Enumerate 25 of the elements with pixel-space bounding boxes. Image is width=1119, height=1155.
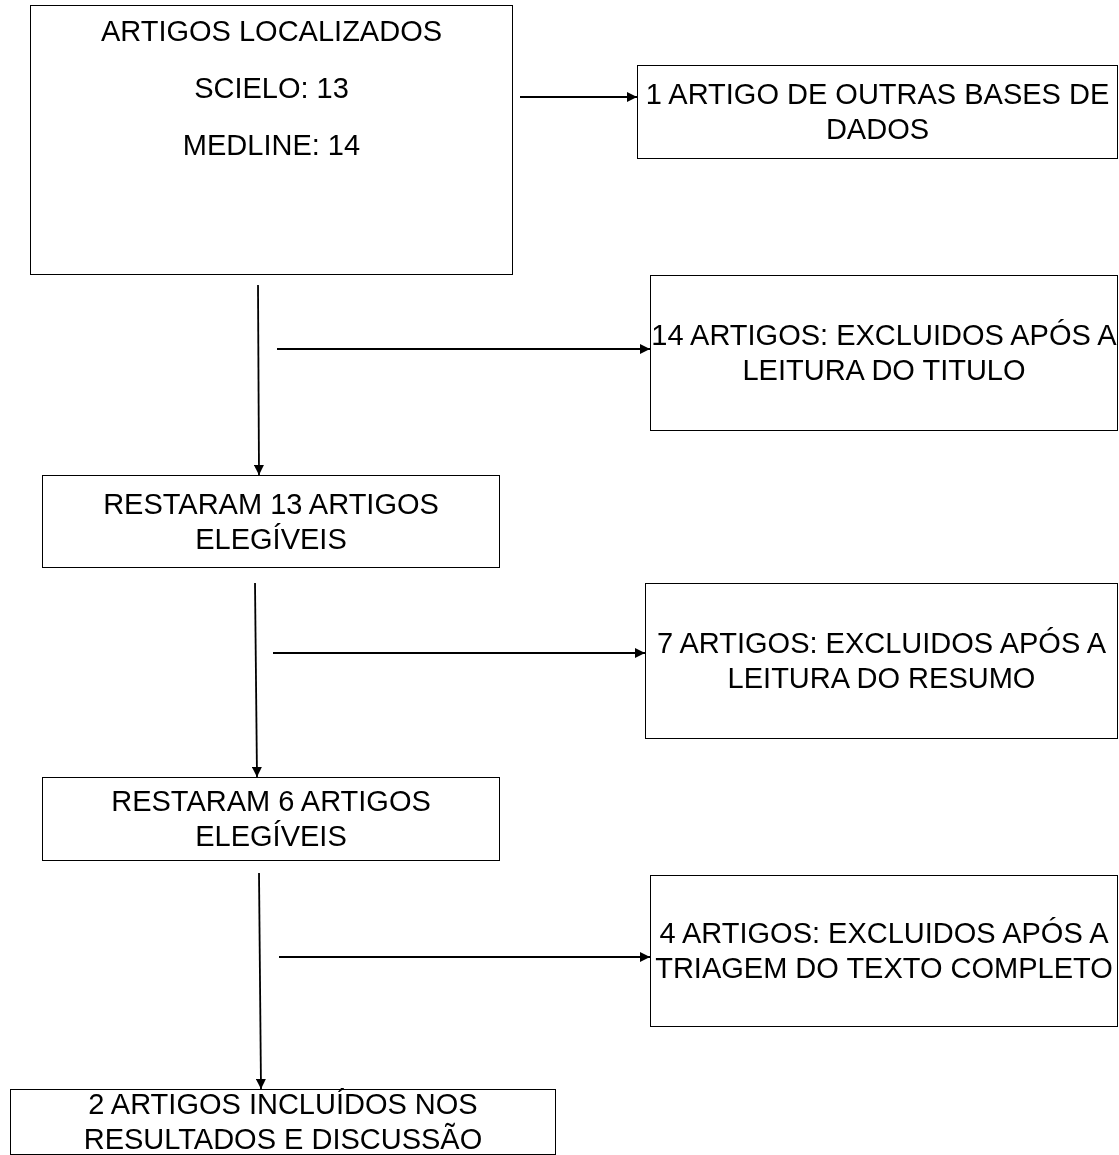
process-box [650, 275, 1118, 431]
process-box [645, 583, 1118, 739]
process-box [10, 1089, 556, 1155]
box-text: ARTIGOS LOCALIZADOS [100, 14, 443, 49]
box-text: 2 ARTIGOS INCLUÍDOS NOS RESULTADOS E DISCUSSÃO [82, 1087, 484, 1155]
process-box [637, 65, 1118, 159]
process-box [650, 875, 1118, 1027]
box-text: RESTARAM 6 ARTIGOS ELEGÍVEIS [110, 784, 432, 854]
arrow [276, 344, 651, 354]
arrow [519, 92, 638, 102]
box-text: RESTARAM 13 ARTIGOS ELEGÍVEIS [102, 486, 440, 557]
arrow [255, 872, 266, 1090]
arrow [278, 952, 651, 962]
box-text: SCIELO: 13 [194, 70, 349, 106]
process-box [42, 475, 500, 568]
process-box [30, 5, 513, 275]
arrow [251, 582, 262, 778]
process-box [42, 777, 500, 861]
box-text: MEDLINE: 14 [182, 127, 361, 163]
box-text: 7 ARTIGOS: EXCLUIDOS APÓS A LEITURA DO RESUMO [655, 626, 1108, 696]
box-text: 14 ARTIGOS: EXCLUIDOS APÓS A LEITURA DO TITULO [651, 318, 1117, 388]
box-text: 4 ARTIGOS: EXCLUIDOS APÓS A TRIAGEM DO TEXTO COMPLETO [654, 916, 1114, 986]
arrow [272, 648, 646, 658]
arrow [253, 284, 264, 476]
box-text: 1 ARTIGO DE OUTRAS BASES DE DADOS [644, 77, 1111, 147]
